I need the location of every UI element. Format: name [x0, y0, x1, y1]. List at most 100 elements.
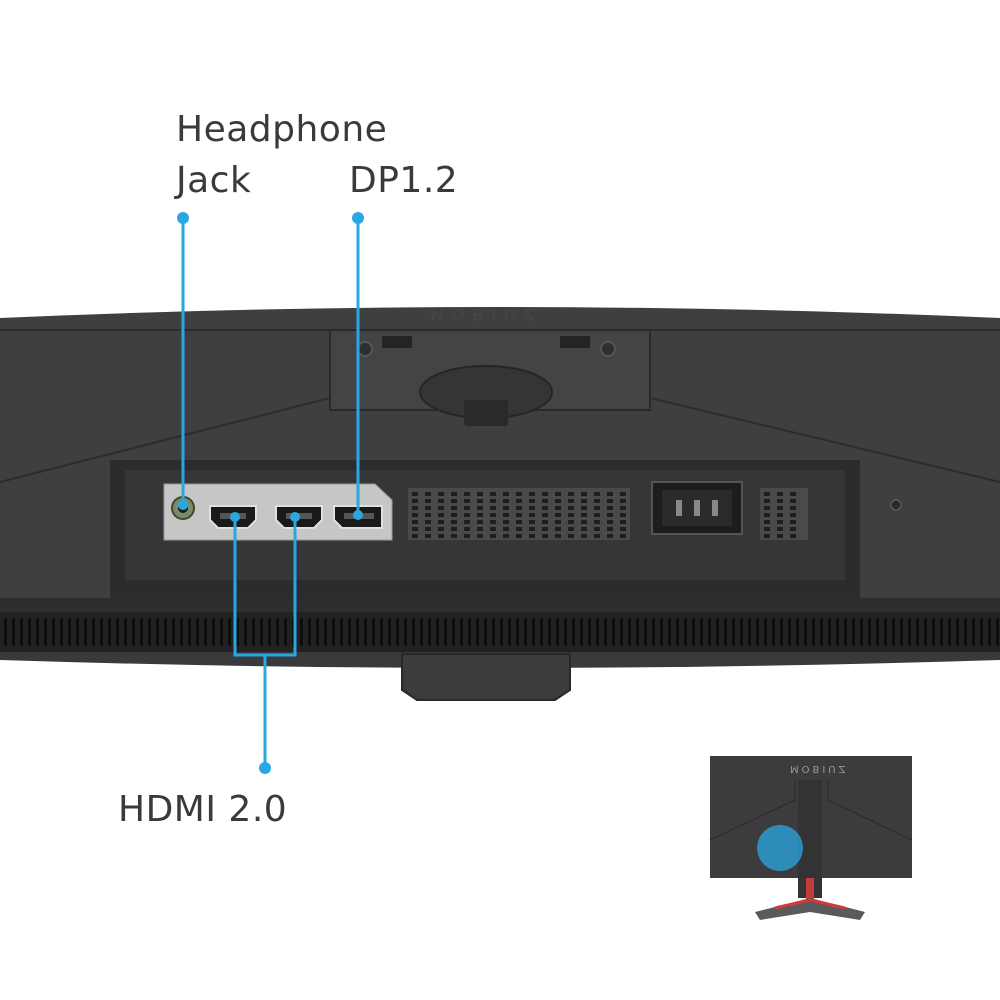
vent-slot: [108, 618, 111, 646]
vent-slot: [756, 618, 759, 646]
vent-slot: [412, 492, 418, 496]
vent-slot: [492, 618, 495, 646]
callout-dot-hdmi-bottom: [259, 762, 271, 774]
vent-slot: [876, 618, 879, 646]
vent-slot: [148, 618, 151, 646]
vent-slot: [180, 618, 183, 646]
vent-slot: [594, 534, 600, 538]
vent-slot: [900, 618, 903, 646]
vent-slot: [555, 527, 561, 531]
vent-slot: [568, 499, 574, 503]
vent-slot: [100, 618, 103, 646]
vent-slot: [607, 534, 613, 538]
vent-slot: [340, 618, 343, 646]
vent-slot: [451, 527, 457, 531]
vent-slot: [932, 618, 935, 646]
vent-slots: [412, 492, 626, 538]
callout-line-hdmi: [233, 517, 297, 768]
mount-clip-right: [560, 336, 590, 348]
vent-slot: [594, 513, 600, 517]
vent-slot: [777, 534, 783, 538]
vent-slot: [451, 499, 457, 503]
vent-slot: [594, 527, 600, 531]
vent-slot: [790, 520, 796, 524]
power-pin-1: [676, 500, 682, 516]
vent-slot: [204, 618, 207, 646]
vent-slot: [828, 618, 831, 646]
vent-slot: [607, 506, 613, 510]
vent-slot: [708, 618, 711, 646]
vent-slot: [92, 618, 95, 646]
vent-slot: [529, 513, 535, 517]
vent-slot: [164, 618, 167, 646]
vent-slot: [412, 527, 418, 531]
vent-slot: [604, 618, 607, 646]
vent-slot: [372, 618, 375, 646]
vent-slot: [412, 506, 418, 510]
vent-slot: [490, 527, 496, 531]
vent-slot: [732, 618, 735, 646]
kensington-lock: [890, 499, 902, 511]
vent-slot: [607, 520, 613, 524]
vent-slot: [607, 499, 613, 503]
vent-slot: [980, 618, 983, 646]
vent-slot: [620, 527, 626, 531]
vent-slot: [332, 618, 335, 646]
vent-slot: [956, 618, 959, 646]
vent-slot: [996, 618, 999, 646]
vent-slot: [476, 618, 479, 646]
hdmi-label: HDMI 2.0: [118, 789, 288, 830]
vent-slot: [596, 618, 599, 646]
inset-stand-base-red: [774, 898, 846, 910]
vent-slot: [620, 618, 623, 646]
vent-slot: [284, 618, 287, 646]
vent-slot: [924, 618, 927, 646]
vent-slot: [540, 618, 543, 646]
vent-slot: [420, 618, 423, 646]
vent-slot: [260, 618, 263, 646]
callout-lines: [181, 218, 360, 768]
vent-slot: [748, 618, 751, 646]
vent-slot: [490, 534, 496, 538]
vent-slot: [581, 520, 587, 524]
vent-slot: [396, 618, 399, 646]
vent-slot: [516, 506, 522, 510]
vent-slot: [660, 618, 663, 646]
headphone-label-line1: Headphone: [176, 109, 388, 150]
vent-slot: [764, 513, 770, 517]
vent-slot: [356, 618, 359, 646]
vent-slot: [412, 534, 418, 538]
vent-slot: [940, 618, 943, 646]
vent-slot: [508, 618, 511, 646]
vent-slot: [852, 618, 855, 646]
vent-slots-right: [764, 492, 796, 538]
mount-screw-right: [600, 341, 616, 357]
vent-slot: [464, 492, 470, 496]
vent-slot: [300, 618, 303, 646]
vent-slot: [716, 618, 719, 646]
vent-slot: [764, 534, 770, 538]
vent-slot: [477, 534, 483, 538]
vent-slot: [568, 527, 574, 531]
vent-slot: [652, 618, 655, 646]
vent-slot: [172, 618, 175, 646]
vent-slot: [529, 506, 535, 510]
vent-slot: [548, 618, 551, 646]
vent-slot: [484, 618, 487, 646]
vent-slot: [140, 618, 143, 646]
vent-slot: [788, 618, 791, 646]
vent-slot: [477, 506, 483, 510]
vent-slot: [464, 520, 470, 524]
vent-slot: [542, 499, 548, 503]
vent-slot: [764, 499, 770, 503]
vent-slot: [572, 618, 575, 646]
vent-slot: [594, 520, 600, 524]
vent-slot: [438, 492, 444, 496]
vent-slot: [132, 618, 135, 646]
vent-slot: [607, 527, 613, 531]
vent-slot: [220, 618, 223, 646]
vent-slot: [490, 520, 496, 524]
vent-slot: [20, 618, 23, 646]
vent-slot: [564, 618, 567, 646]
vent-slot: [451, 506, 457, 510]
